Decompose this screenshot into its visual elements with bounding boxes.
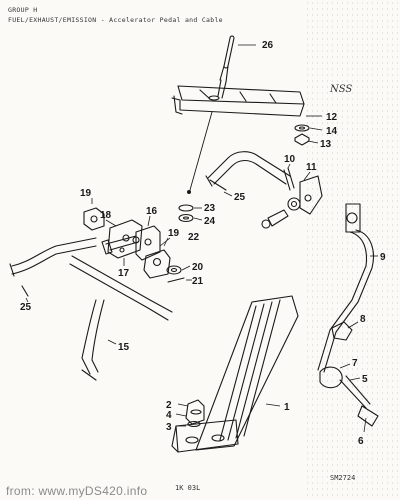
callout-11: 11 xyxy=(306,162,317,173)
split-pin-25-lower xyxy=(21,285,29,297)
footer-ref: SM2724 xyxy=(330,474,356,482)
callout-3: 3 xyxy=(166,422,172,433)
callout-10: 10 xyxy=(284,154,296,165)
washer-23 xyxy=(178,204,194,212)
callout-23: 23 xyxy=(204,203,216,214)
bracket-19-lower xyxy=(143,249,171,279)
washer-4 xyxy=(187,420,201,428)
handwritten-annotation: NSS xyxy=(329,84,352,95)
diagram-title: FUEL/EXHAUST/EMISSION - Accelerator Peda… xyxy=(8,16,223,24)
callout-8: 8 xyxy=(360,314,366,325)
leader-lines xyxy=(25,44,378,433)
callout-9: 9 xyxy=(380,252,386,263)
callout-25-upper: 25 xyxy=(234,192,246,203)
callout-7: 7 xyxy=(352,358,358,369)
adjuster-5 xyxy=(339,375,371,409)
callout-19-upper: 19 xyxy=(80,188,92,199)
callout-25-lower: 25 xyxy=(20,302,32,313)
watermark: from: www.myDS420.info xyxy=(6,484,148,498)
callout-19-lower: 19 xyxy=(168,228,180,239)
lower-lever-frame xyxy=(9,237,173,381)
plate-18 xyxy=(107,219,143,259)
washer-20 xyxy=(166,265,182,275)
callout-24: 24 xyxy=(204,216,216,227)
callout-15: 15 xyxy=(118,342,130,353)
callout-14: 14 xyxy=(326,126,338,137)
linkage-rod-9 xyxy=(317,203,374,373)
cable-assembly xyxy=(217,35,235,99)
callout-13: 13 xyxy=(320,139,332,150)
callout-2: 2 xyxy=(166,400,172,411)
clip-8 xyxy=(331,321,353,341)
callout-6: 6 xyxy=(358,436,364,447)
split-pin-25-upper xyxy=(209,179,227,191)
mount-bracket-11 xyxy=(299,175,323,215)
plate-16 xyxy=(135,225,161,261)
stop-screw-2 xyxy=(185,399,205,425)
nut-13 xyxy=(294,133,310,146)
callout-1: 1 xyxy=(284,402,290,413)
footer-code: 1K 03L xyxy=(175,484,201,492)
inner-cable xyxy=(189,111,213,191)
bolt-17 xyxy=(105,235,139,251)
callout-26: 26 xyxy=(262,40,274,51)
stipple-texture xyxy=(305,0,400,500)
callout-12: 12 xyxy=(326,112,338,123)
pin-21 xyxy=(167,277,185,283)
washer-14 xyxy=(294,124,310,132)
accelerator-pedal xyxy=(171,295,299,453)
ball-joint-7 xyxy=(319,366,343,389)
callout-17: 17 xyxy=(118,268,130,279)
pedal-shaft xyxy=(205,151,291,187)
callout-4: 4 xyxy=(166,410,172,421)
callout-20: 20 xyxy=(192,262,204,273)
callout-22: 22 xyxy=(188,232,200,243)
cable-bracket xyxy=(171,85,305,117)
clip-10 xyxy=(283,167,295,191)
callout-18: 18 xyxy=(100,210,112,221)
callout-21: 21 xyxy=(192,276,204,287)
washer-24 xyxy=(178,213,194,223)
group-label: GROUP H xyxy=(8,6,38,14)
callout-5: 5 xyxy=(362,374,368,385)
bush-19 xyxy=(83,207,105,231)
callout-16: 16 xyxy=(146,206,158,217)
